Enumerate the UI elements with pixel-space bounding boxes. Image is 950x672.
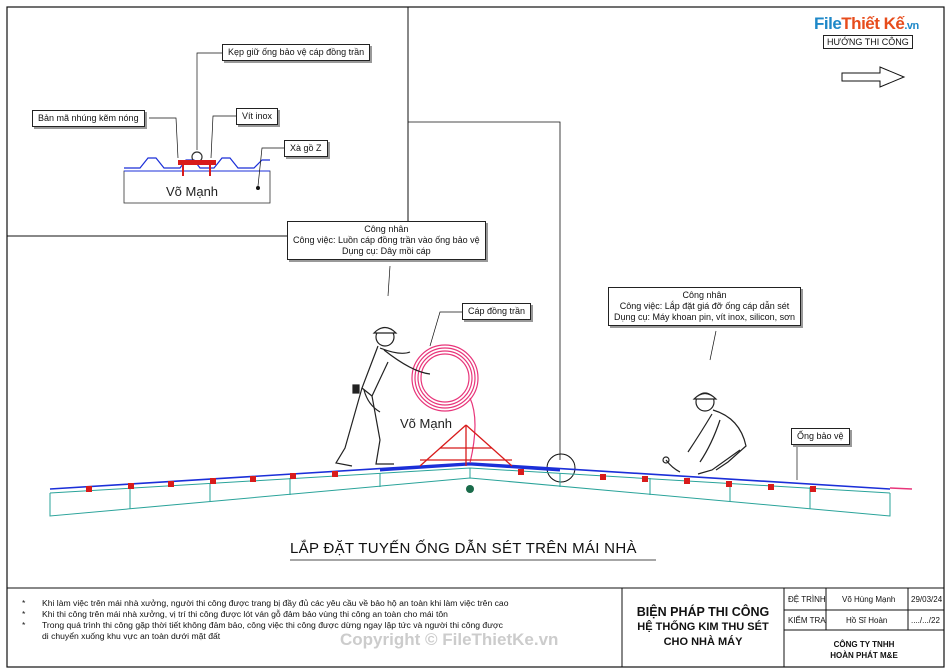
title-block-grid <box>621 587 945 668</box>
worker1-job: Công việc: Luồn cáp đồng trần vào ống bả… <box>293 235 480 245</box>
detail-roof-section <box>123 151 271 204</box>
detail-leader <box>408 121 561 460</box>
worker1-tool: Dụng cụ: Dây mồi cáp <box>342 246 431 256</box>
worker-standing-figure <box>335 326 431 467</box>
callout-vit-inox: Vít inox <box>236 108 279 125</box>
copyright-watermark: Copyright © FileThietKe.vn <box>340 630 559 649</box>
note-text: Khi thi công trên mái nhà xưởng, vị trí … <box>42 609 448 619</box>
kiem-tra-label: KIỂM TRA <box>788 616 826 625</box>
cable-end <box>889 487 913 490</box>
de-trinh-date: 29/03/24 <box>911 595 943 604</box>
de-trinh-label: ĐỆ TRÌNH <box>788 595 826 604</box>
note-item: *Trong quá trình thi công gặp thời tiết … <box>22 620 503 630</box>
project-line2: HỆ THỐNG KIM THU SÉT <box>637 621 769 633</box>
brand-vn: .vn <box>904 20 919 32</box>
protection-pipe <box>379 462 561 472</box>
ridge-node <box>466 485 474 493</box>
note-item: *Khi thi công trên mái nhà xưởng, vị trí… <box>22 609 448 619</box>
note-text: di chuyển xuống khu vực an toàn dưới mặt… <box>42 631 221 641</box>
company-line2: HOÀN PHÁT M&E <box>830 651 898 660</box>
sheet-border <box>6 6 945 668</box>
detail-leaders <box>149 52 284 187</box>
callout-cap-dong-tran: Cáp đồng trần <box>462 303 532 320</box>
callout-worker1: Công nhân Công việc: Luồn cáp đồng trần … <box>287 221 486 260</box>
direction-label: HƯỚNG THI CÔNG <box>823 35 913 49</box>
callout-worker2: Công nhân Công việc: Lắp đặt giá đỡ ống … <box>608 287 801 326</box>
company-name: CÔNG TY TNHH HOÀN PHÁT M&E <box>784 639 944 661</box>
callout-ban-ma: Bản mã nhúng kẽm nóng <box>32 110 145 127</box>
worker2-tool: Dụng cụ: Máy khoan pin, vít inox, silico… <box>614 312 795 322</box>
note-text: Trong quá trình thi công gặp thời tiết k… <box>42 620 503 630</box>
main-title: LẮP ĐẶT TUYẾN ỐNG DẪN SÉT TRÊN MÁI NHÀ <box>290 540 637 557</box>
worker2-job: Công việc: Lắp đặt giá đỡ ống cáp dẫn sé… <box>619 301 790 311</box>
brand-thiet: Thiết Kế <box>841 14 905 33</box>
notes-list: *Khi làm việc trên mái nhà xưởng, người … <box>22 598 612 642</box>
kiem-tra-date: ..../.../22 <box>911 616 940 625</box>
worker-crouching-figure <box>662 392 747 475</box>
title-block-project: BIỆN PHÁP THI CÔNG HỆ THỐNG KIM THU SÉT … <box>624 604 782 650</box>
pipe-brackets <box>86 469 816 492</box>
worker1-title: Công nhân <box>364 224 409 234</box>
company-line1: CÔNG TY TNHH <box>833 640 895 649</box>
worker2-title: Công nhân <box>682 290 727 300</box>
brand-file: File <box>814 14 842 33</box>
direction-arrow-icon <box>841 66 906 88</box>
cable-reel <box>411 344 479 464</box>
callout-kep-giu: Kẹp giữ ống bảo vệ cáp đồng trần <box>222 44 371 61</box>
roof-frame <box>49 467 891 517</box>
note-text: Khi làm việc trên mái nhà xưởng, người t… <box>42 598 509 608</box>
callout-xa-go: Xà gồ Z <box>284 140 328 157</box>
stamp-main: Võ Mạnh <box>400 416 453 431</box>
reel-stand <box>419 424 513 467</box>
project-line3: CHO NHÀ MÁY <box>663 636 743 648</box>
stamp-detail: Võ Mạnh <box>166 184 219 199</box>
de-trinh-name: Võ Hùng Mạnh <box>842 595 896 604</box>
project-line1: BIỆN PHÁP THI CÔNG <box>636 605 770 619</box>
note-item: di chuyển xuống khu vực an toàn dưới mặt… <box>22 631 612 642</box>
brand-logo: FileThiết Kế.vn <box>814 14 919 34</box>
note-item: *Khi làm việc trên mái nhà xưởng, người … <box>22 598 509 608</box>
kiem-tra-name: Hồ Sĩ Hoàn <box>846 616 888 625</box>
callout-ong-bao-ve: Ống bảo vệ <box>791 428 850 445</box>
